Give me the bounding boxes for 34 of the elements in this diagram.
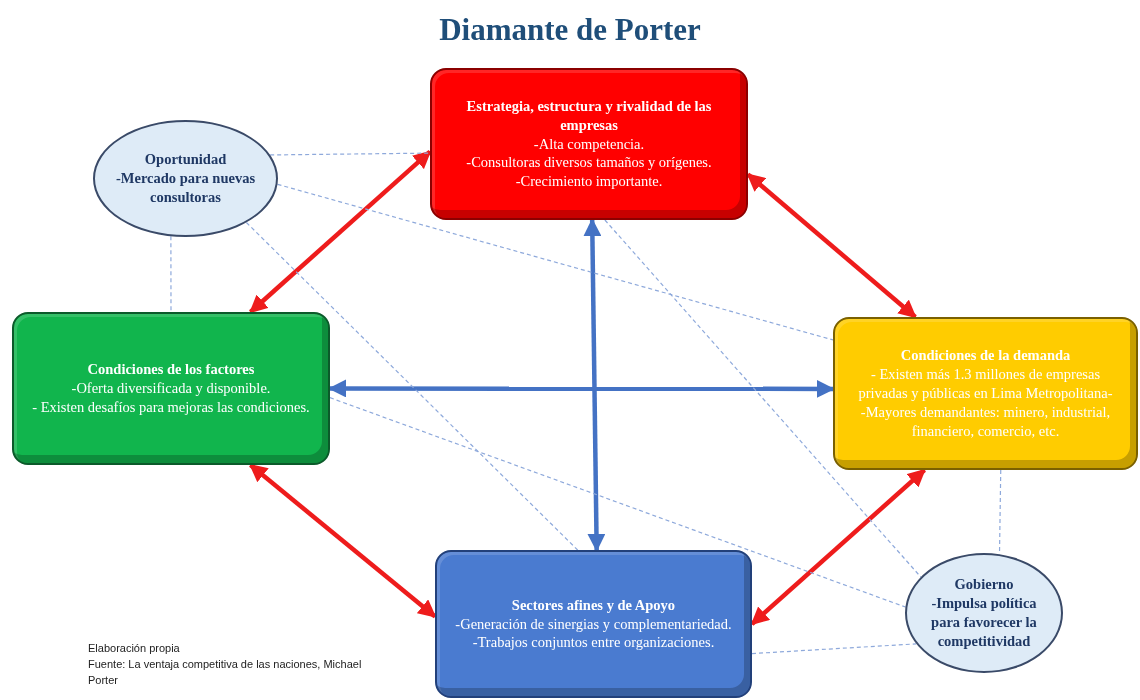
node-text: -Mercado para nuevas consultoras [114,169,257,207]
double-arrow [328,379,835,398]
node-text: -Crecimiento importante. [515,172,663,192]
node-text: -Impulsa política para favorecer la competitividad [930,594,1038,651]
process-box [833,317,1138,470]
double-arrow [249,463,437,619]
dashed-connector [329,397,906,608]
node-heading: Gobierno [954,575,1014,595]
node-text: -Generación de sinergias y complementariedad. [455,614,732,634]
footnote: Fuente: La ventaja competitiva de las naciones, Michael Porter [88,657,363,688]
footnote: Elaboración propia [88,641,181,656]
node-heading: Sectores afines y de Apoyo [511,595,676,615]
double-arrow [746,172,917,319]
node-text: -Trabajos conjuntos entre organizaciones. [472,633,715,653]
node-text: -Oferta diversificada y disponible. [71,379,271,398]
node-heading: Estrategia, estructura y rivalidad de las empresas [465,96,713,135]
double-arrow [583,218,606,552]
diagram-title: Diamante de Porter [438,12,702,48]
process-box [12,312,330,465]
node-text: -Consultoras diversos tamaños y orígenes. [466,153,712,173]
node-heading: Oportunidad [144,150,227,170]
node-text: -Alta competencia. [533,134,645,154]
double-arrow [249,149,432,314]
node-heading: Condiciones de la demanda [900,346,1071,366]
dashed-connector [269,152,431,156]
double-arrow [750,468,926,626]
process-box [430,68,748,220]
node-text: - Existen más 1.3 millones de empresas privadas y públicas en Lima Metropolitana- [857,365,1114,403]
node-text: - Existen desafíos para mejoras las condiciones. [32,397,310,417]
dashed-connector [170,235,172,313]
dashed-connector [245,221,579,551]
node-text: -Mayores demandantes: minero, industrial, financiero, comercio, etc. [859,402,1112,441]
process-box [435,550,752,698]
node-heading: Condiciones de los factores [87,360,255,380]
